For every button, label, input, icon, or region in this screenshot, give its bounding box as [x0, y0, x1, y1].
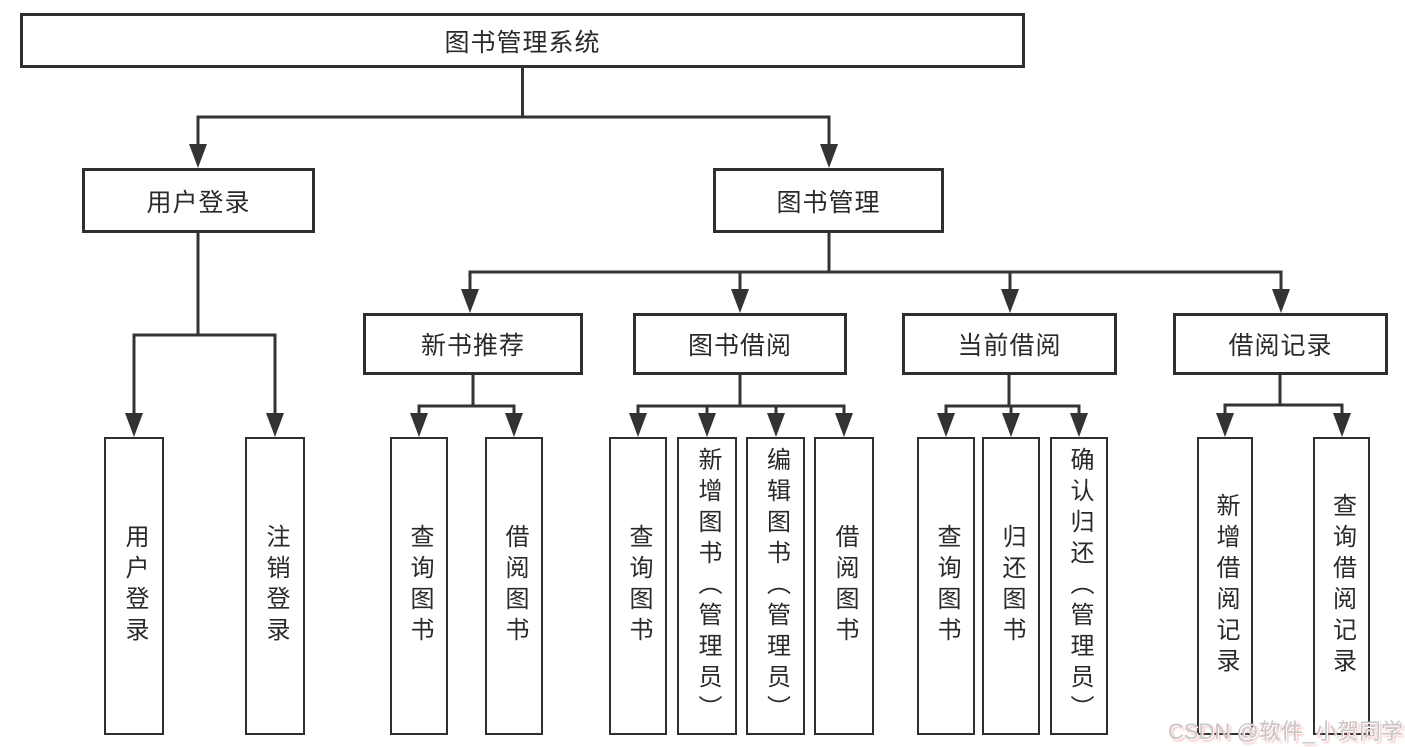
node-label: 注销登录 [262, 524, 289, 648]
node-label: 查询图书 [406, 524, 433, 648]
connector-newbook-to-leaves [417, 375, 516, 419]
connector-borrow-to-leaves [636, 375, 846, 419]
connector-current-to-leaves [944, 375, 1081, 419]
node-label: 确认归还（管理员） [1066, 446, 1093, 726]
leaf-borrow-book: 借阅图书 [814, 437, 874, 735]
node-book-borrowing: 图书借阅 [633, 313, 847, 375]
arrow-icon [698, 413, 716, 437]
connector-records-to-leaves [1223, 375, 1344, 419]
node-label: 借阅记录 [1228, 332, 1333, 360]
node-borrowing-records: 借阅记录 [1173, 313, 1388, 375]
leaf-user-login: 用户登录 [104, 437, 164, 735]
connector-root-to-level2 [196, 68, 831, 150]
arrow-icon [1001, 289, 1019, 313]
node-label: 图书管理 [776, 188, 881, 217]
node-book-management: 图书管理 [713, 168, 944, 233]
node-current-borrowing: 当前借阅 [902, 313, 1117, 375]
node-user-login: 用户登录 [82, 168, 315, 233]
arrow-icon [820, 144, 838, 168]
leaf-return-book: 归还图书 [982, 437, 1040, 735]
node-label: 归还图书 [998, 524, 1025, 648]
watermark: CSDN @软件_小贺同学 [1167, 719, 1403, 744]
connector-bookmgmt-to-level3 [468, 233, 1283, 295]
leaf-query-book-current: 查询图书 [917, 437, 975, 735]
connector-userlogin-to-leaves [132, 233, 277, 419]
arrow-icon [410, 413, 428, 437]
node-label: 借阅图书 [501, 524, 528, 648]
arrow-icon [1333, 413, 1351, 437]
node-label: 用户登录 [146, 188, 251, 217]
node-label: 查询借阅记录 [1328, 493, 1356, 679]
leaf-logout: 注销登录 [245, 437, 305, 735]
arrow-icon [731, 289, 749, 313]
arrow-icon [1070, 413, 1088, 437]
arrow-icon [629, 413, 647, 437]
arrow-icon [1272, 289, 1290, 313]
arrow-icon [125, 413, 143, 437]
node-label: 当前借阅 [957, 332, 1062, 360]
node-label: 编辑图书（管理员） [762, 446, 790, 726]
arrow-icon [1002, 413, 1020, 437]
node-label: 新增图书（管理员） [694, 446, 721, 726]
leaf-confirm-return-admin: 确认归还（管理员） [1050, 437, 1108, 735]
arrow-icon [937, 413, 955, 437]
leaf-add-borrow-record: 新增借阅记录 [1197, 437, 1253, 735]
arrowheads [125, 144, 1351, 437]
arrow-icon [505, 413, 523, 437]
leaf-query-borrow-record: 查询借阅记录 [1313, 437, 1370, 735]
node-label: 查询图书 [933, 524, 960, 648]
arrow-icon [1216, 413, 1234, 437]
node-label: 图书借阅 [687, 332, 792, 360]
arrow-icon [461, 289, 479, 313]
leaf-borrow-book-recommend: 借阅图书 [485, 437, 543, 735]
arrow-icon [189, 144, 207, 168]
arrow-icon [835, 413, 853, 437]
arrow-icon [767, 413, 785, 437]
node-label: 新增借阅记录 [1212, 493, 1239, 679]
leaf-edit-book-admin: 编辑图书（管理员） [746, 437, 805, 735]
leaf-add-book-admin: 新增图书（管理员） [677, 437, 737, 735]
node-label: 图书管理系统 [444, 28, 601, 57]
node-new-book-recommend: 新书推荐 [363, 313, 583, 375]
node-label: 新书推荐 [420, 332, 525, 360]
leaf-query-book-borrow: 查询图书 [609, 437, 667, 735]
node-label: 查询图书 [625, 524, 652, 648]
node-label: 借阅图书 [831, 524, 858, 648]
node-label: 用户登录 [121, 524, 148, 648]
leaf-query-book-recommend: 查询图书 [390, 437, 448, 735]
arrow-icon [266, 413, 284, 437]
node-root-system: 图书管理系统 [20, 13, 1025, 68]
